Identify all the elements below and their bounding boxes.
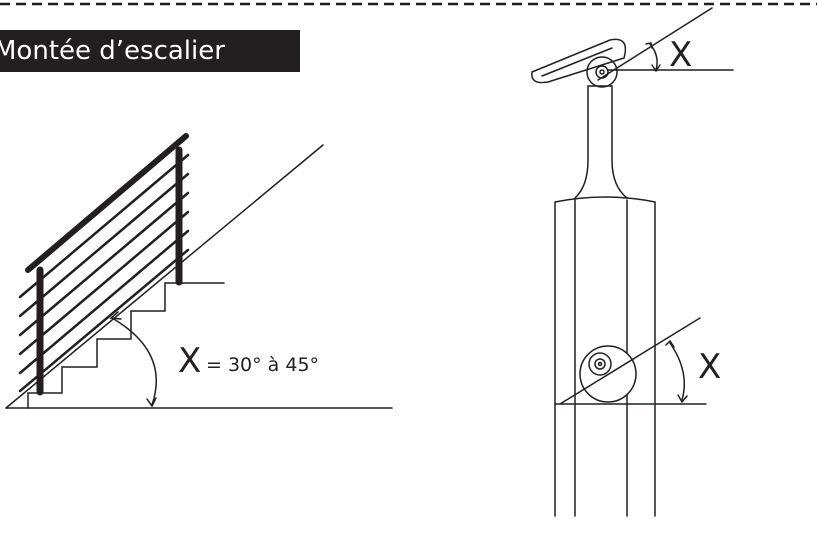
stair-cable (18, 210, 190, 356)
side-mount-screw-center (597, 361, 603, 367)
stair-cable (18, 191, 190, 337)
stair-angle-arc (111, 317, 157, 406)
post-figure (531, 7, 734, 517)
arrow-head-icon (109, 311, 122, 320)
arrow-head-icon (645, 42, 653, 49)
pivot-screw (595, 65, 609, 79)
post-cap (574, 85, 628, 199)
stair-cable (18, 248, 190, 393)
top-angle-symbol: X (669, 35, 693, 75)
stair-cable (18, 172, 190, 318)
stair-cable (18, 229, 190, 375)
stair-cable (18, 153, 190, 299)
bottom-angle-arc (669, 342, 685, 401)
bottom-angle-symbol: X (698, 347, 722, 387)
side-mount-screw-inner (594, 358, 606, 370)
incline-line (5, 144, 324, 409)
page-title: Montée d’escalier (0, 36, 225, 66)
top-incline-line (597, 7, 713, 81)
bracket-saddle-edge (541, 47, 613, 77)
side-mount-screw-outer (588, 352, 612, 376)
staircase-figure (5, 133, 393, 409)
bracket-saddle (531, 38, 627, 84)
post-body (554, 196, 656, 517)
stair-handrail (25, 133, 189, 273)
stair-steps (27, 282, 225, 409)
arrow-head-icon (677, 394, 688, 404)
pivot-knuckle (586, 56, 618, 88)
arrow-head-icon (146, 397, 157, 408)
stair-angle-range: = 30° à 45° (206, 354, 320, 376)
pivot-screw-center (599, 69, 605, 75)
arrow-head-icon (651, 64, 661, 73)
stair-angle-symbol: X (178, 341, 202, 381)
bottom-incline-line (559, 317, 701, 405)
arrow-head-icon (665, 339, 675, 348)
title-banner (0, 30, 300, 72)
